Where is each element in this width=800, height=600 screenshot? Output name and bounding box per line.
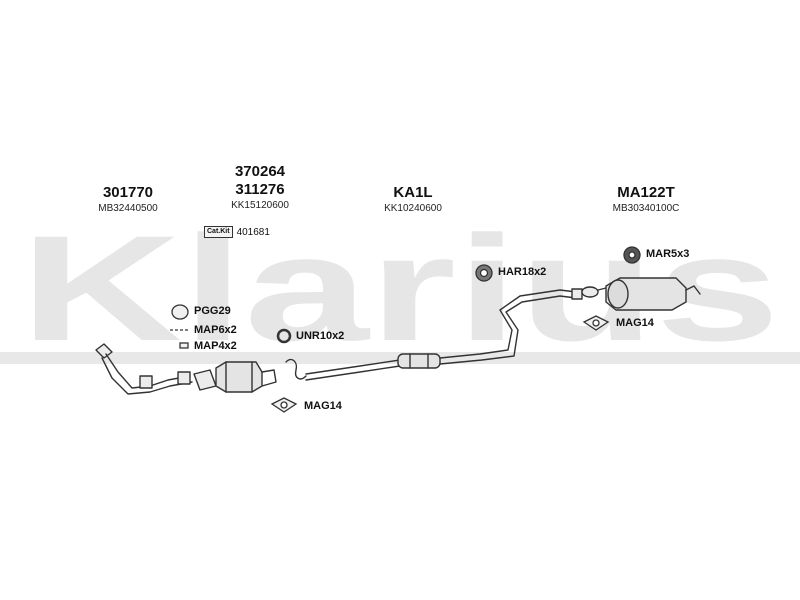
part-code: 311276 xyxy=(235,181,285,198)
fitting-map4-label[interactable]: MAP4x2 xyxy=(194,340,237,352)
fitting-mar-label[interactable]: MAR5x3 xyxy=(646,248,690,260)
cat-kit-row: Cat.Kit 401681 xyxy=(204,226,270,238)
har-hanger-icon xyxy=(475,264,493,282)
part-front-pipe[interactable]: 301770 MB32440500 xyxy=(78,184,178,215)
pgg-ring-icon xyxy=(171,304,189,320)
front-pipe-drawing[interactable] xyxy=(95,343,193,395)
center-pipe-drawing[interactable] xyxy=(285,288,583,381)
mag-front-gasket-icon xyxy=(270,397,298,413)
part-center-pipe[interactable]: KA1L KK10240600 xyxy=(368,184,458,215)
part-ref: MB32440500 xyxy=(98,203,158,214)
part-code: KA1L xyxy=(393,184,433,201)
part-ref: KK15120600 xyxy=(231,200,289,211)
cat-kit-value: 401681 xyxy=(236,226,270,238)
mag-rear-gasket-icon xyxy=(582,315,610,331)
fitting-unr-label[interactable]: UNR10x2 xyxy=(296,330,345,342)
fitting-pgg-label[interactable]: PGG29 xyxy=(194,305,231,317)
mar-mount-icon xyxy=(623,246,641,264)
fitting-mag-front-label[interactable]: MAG14 xyxy=(304,400,342,412)
cat-kit-badge: Cat.Kit xyxy=(204,226,233,238)
catalyst-drawing[interactable] xyxy=(193,361,277,393)
part-ref: MB30340100C xyxy=(612,203,680,214)
rear-silencer-drawing[interactable] xyxy=(581,277,701,311)
part-code: MA122T xyxy=(617,184,675,201)
part-code: 301770 xyxy=(102,184,154,201)
part-catalyst[interactable]: 370264 311276 KK15120600 xyxy=(208,163,312,212)
unr-ring-icon xyxy=(276,328,292,344)
map4-clamp-icon xyxy=(179,342,189,349)
part-rear-silencer[interactable]: MA122T MB30340100C xyxy=(590,184,702,215)
part-ref: KK10240600 xyxy=(384,203,442,214)
fitting-mag-rear-label[interactable]: MAG14 xyxy=(616,317,654,329)
fitting-map6-label[interactable]: MAP6x2 xyxy=(194,324,237,336)
part-code-top: 370264 xyxy=(234,163,286,180)
fitting-har-label[interactable]: HAR18x2 xyxy=(498,266,547,278)
